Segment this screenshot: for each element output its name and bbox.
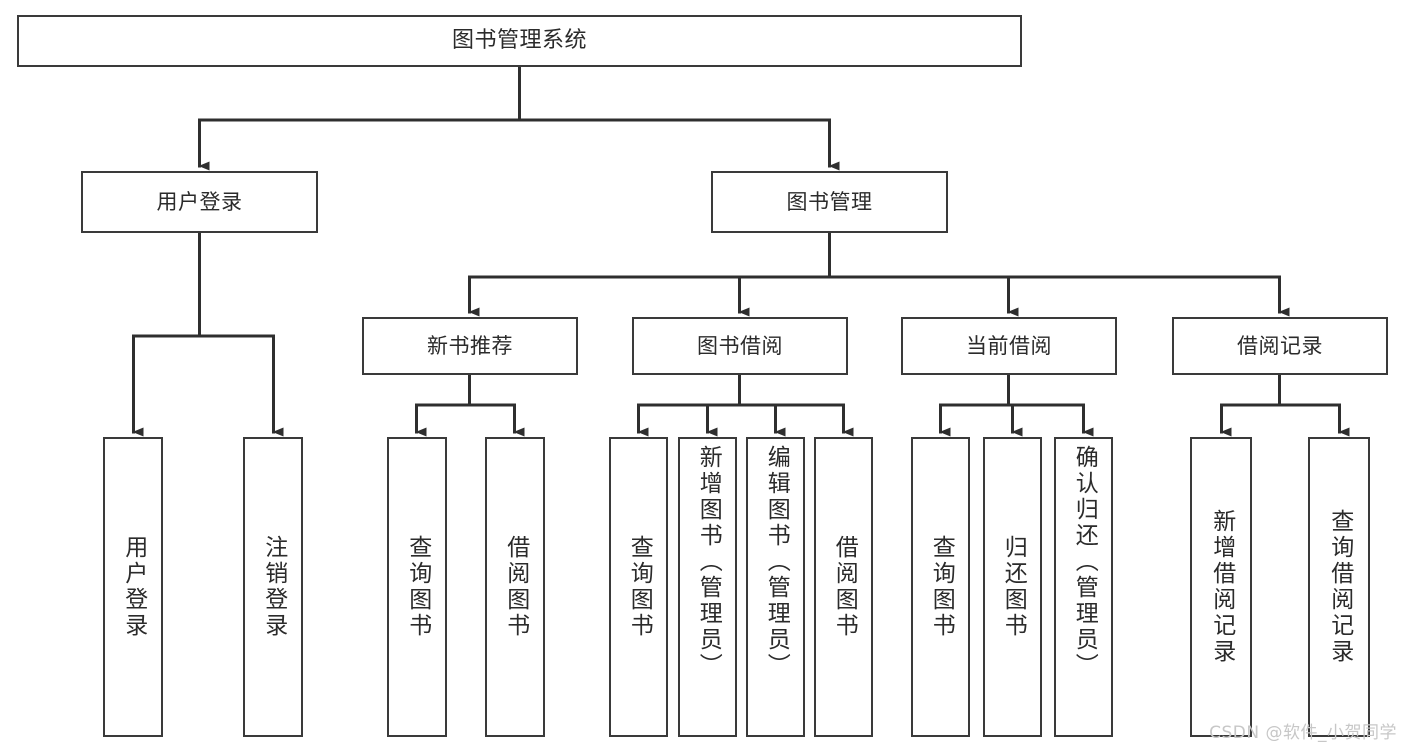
node-leaf-borrow-book-nb[interactable]: 借阅图书	[485, 437, 545, 737]
node-leaf-add-record[interactable]: 新增借阅记录	[1190, 437, 1252, 737]
node-leaf-return-book[interactable]: 归还图书	[983, 437, 1042, 737]
node-book-borrow-label: 图书借阅	[697, 333, 783, 358]
node-book-manage[interactable]: 图书管理	[711, 171, 948, 233]
node-leaf-borrow-book-bb-label: 借阅图书	[831, 535, 858, 639]
node-leaf-logout-label: 注销登录	[260, 535, 287, 639]
node-leaf-user-login[interactable]: 用户登录	[103, 437, 163, 737]
node-new-book-recommend[interactable]: 新书推荐	[362, 317, 578, 375]
node-new-book-recommend-label: 新书推荐	[427, 333, 513, 358]
node-leaf-query-book-bb-label: 查询图书	[626, 535, 653, 639]
node-leaf-borrow-book-nb-label: 借阅图书	[502, 535, 529, 639]
node-leaf-add-book-admin[interactable]: 新增图书（管理员）	[678, 437, 737, 737]
node-leaf-user-login-label: 用户登录	[120, 535, 147, 639]
node-leaf-confirm-return-label: 确认归还（管理员）	[1071, 445, 1098, 679]
node-leaf-query-book-bb[interactable]: 查询图书	[609, 437, 668, 737]
node-leaf-query-record[interactable]: 查询借阅记录	[1308, 437, 1370, 737]
node-leaf-query-book-cb-label: 查询图书	[928, 535, 955, 639]
node-leaf-query-book-cb[interactable]: 查询图书	[911, 437, 970, 737]
node-book-borrow[interactable]: 图书借阅	[632, 317, 848, 375]
node-current-borrow[interactable]: 当前借阅	[901, 317, 1117, 375]
node-leaf-query-book-nb-label: 查询图书	[404, 535, 431, 639]
node-leaf-query-record-label: 查询借阅记录	[1326, 509, 1353, 665]
node-leaf-confirm-return[interactable]: 确认归还（管理员）	[1054, 437, 1113, 737]
node-leaf-add-book-admin-label: 新增图书（管理员）	[695, 445, 722, 679]
node-leaf-query-book-nb[interactable]: 查询图书	[387, 437, 447, 737]
node-leaf-add-record-label: 新增借阅记录	[1208, 509, 1235, 665]
node-root[interactable]: 图书管理系统	[17, 15, 1022, 67]
node-borrow-record[interactable]: 借阅记录	[1172, 317, 1388, 375]
node-leaf-borrow-book-bb[interactable]: 借阅图书	[814, 437, 873, 737]
node-leaf-edit-book-admin-label: 编辑图书（管理员）	[763, 445, 790, 679]
node-user-login-label: 用户登录	[156, 189, 243, 214]
node-leaf-logout[interactable]: 注销登录	[243, 437, 303, 737]
node-root-label: 图书管理系统	[451, 28, 587, 54]
node-current-borrow-label: 当前借阅	[966, 333, 1052, 358]
node-leaf-edit-book-admin[interactable]: 编辑图书（管理员）	[746, 437, 805, 737]
node-book-manage-label: 图书管理	[786, 189, 873, 214]
node-user-login[interactable]: 用户登录	[81, 171, 318, 233]
node-leaf-return-book-label: 归还图书	[1000, 535, 1027, 639]
watermark-text: CSDN @软件_小贺同学	[1209, 723, 1397, 743]
node-borrow-record-label: 借阅记录	[1237, 333, 1323, 358]
